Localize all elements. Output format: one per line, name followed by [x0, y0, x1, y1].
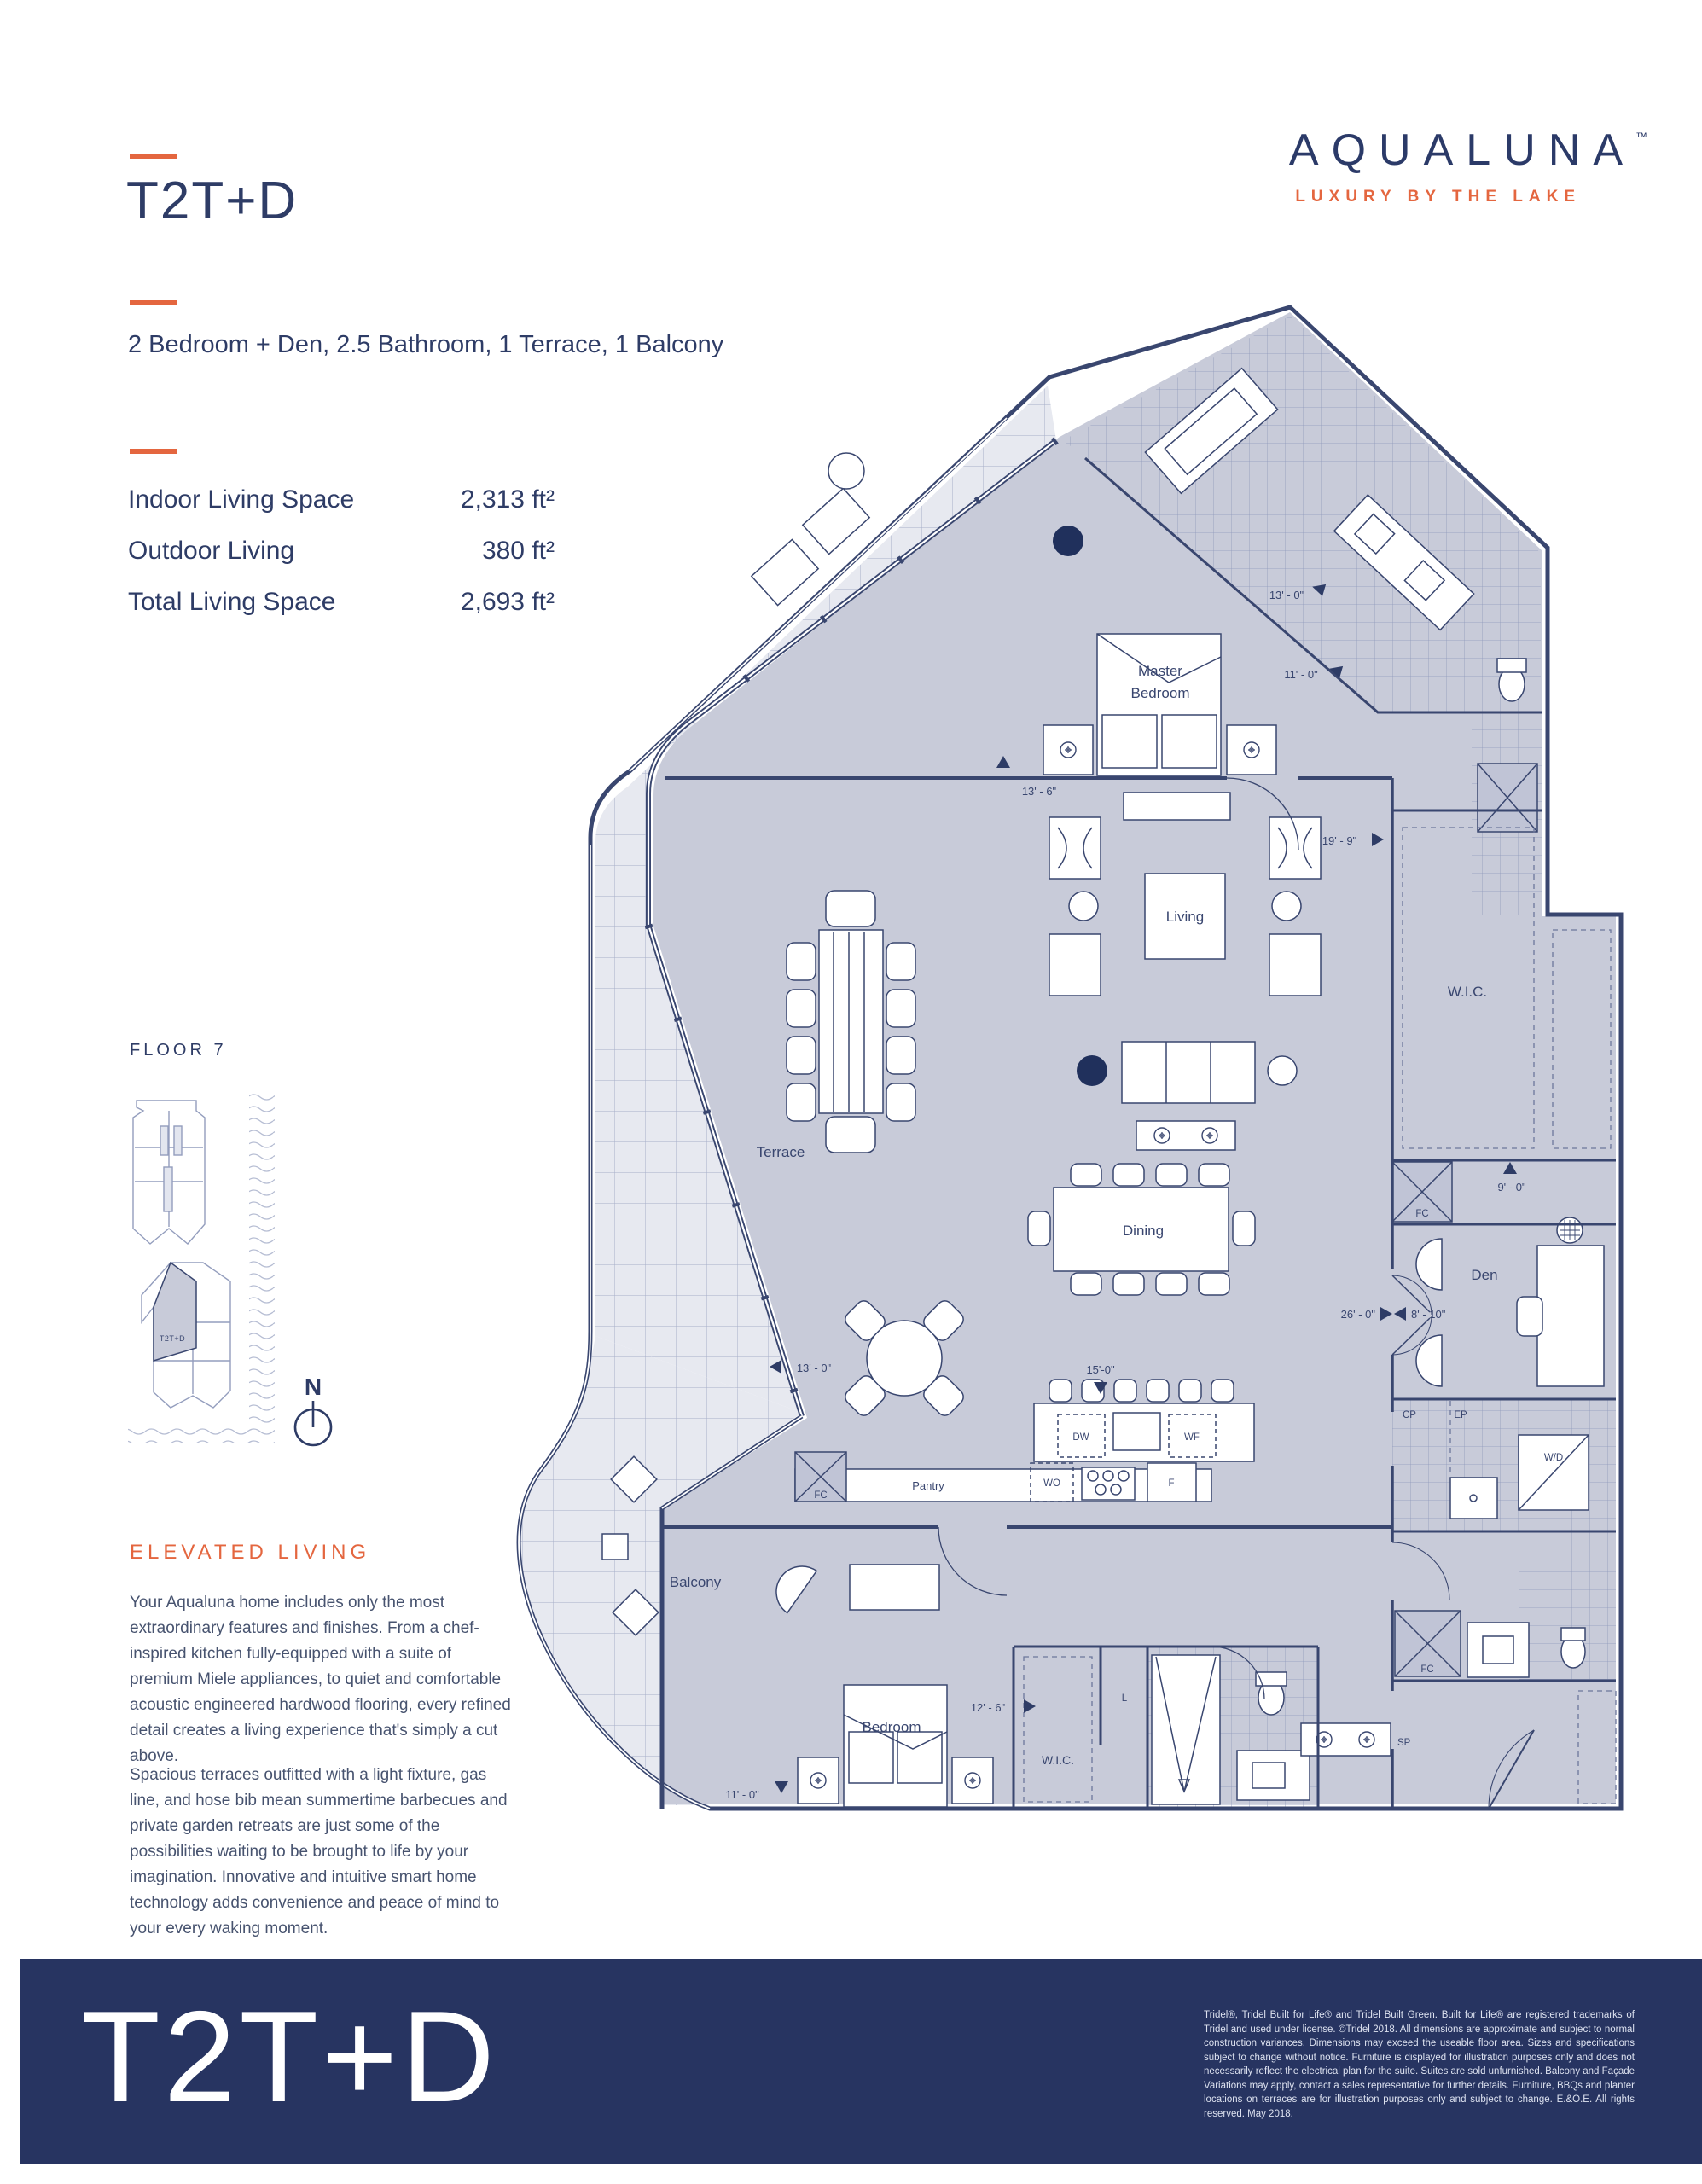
accent-dash [130, 154, 177, 159]
water-waves [128, 1092, 275, 1443]
area-stats: Indoor Living Space 2,313 ft² Outdoor Li… [128, 474, 555, 628]
floor-label: FLOOR 7 [130, 1041, 227, 1060]
aqualuna-logo: AQUALUNA™ [1289, 125, 1647, 176]
dim-13-6: 13' - 6" [1022, 785, 1057, 798]
trademark-symbol: ™ [1635, 130, 1647, 143]
label-pantry: Pantry [912, 1479, 944, 1492]
room-label-terrace: Terrace [757, 1144, 805, 1160]
label-fridge: F [1168, 1478, 1174, 1489]
dim-13-0-mid: 13' - 0" [797, 1362, 832, 1374]
closet-dashes [1023, 827, 1617, 1804]
key-plan: T2T+D N [128, 1092, 333, 1447]
furniture [601, 367, 1605, 1808]
logo-text: AQUALUNA [1288, 125, 1635, 175]
room-label-master-1: Master [1138, 663, 1182, 679]
stat-row: Outdoor Living 380 ft² [128, 526, 555, 577]
stat-label: Outdoor Living [128, 537, 295, 565]
north-label: N [305, 1374, 322, 1400]
walls [516, 305, 1624, 1811]
stat-value: 2,313 ft² [460, 485, 555, 514]
stat-label: Indoor Living Space [128, 485, 355, 514]
dim-8-10: 8' - 10" [1411, 1308, 1446, 1321]
stat-label: Total Living Space [128, 588, 336, 616]
keyplan-unit-label: T2T+D [160, 1334, 185, 1343]
footer-bar: T2T+D Tridel®, Tridel Built for Life® an… [20, 1959, 1702, 2164]
page-title: T2T+D [126, 171, 299, 230]
room-label-wic-master: W.I.C. [1448, 984, 1487, 1000]
section-heading: ELEVATED LIVING [130, 1541, 371, 1564]
dim-12-6: 12' - 6" [971, 1701, 1006, 1714]
footer-unit-name: T2T+D [81, 1984, 498, 2129]
dim-11-0-bed: 11' - 0" [725, 1788, 759, 1801]
room-label-master-2: Bedroom [1131, 685, 1190, 701]
body-paragraph: Your Aqualuna home includes only the mos… [130, 1594, 511, 1765]
accent-dash [130, 449, 177, 454]
label-sp: SP [1397, 1738, 1411, 1748]
label-linen: L [1122, 1693, 1128, 1704]
stat-value: 380 ft² [481, 537, 555, 565]
body-paragraph: Spacious terraces outfitted with a light… [130, 1766, 508, 1937]
floor-plan: Master Bedroom Living W.I.C. Terrace Din… [516, 305, 1624, 1811]
stat-row: Indoor Living Space 2,313 ft² [128, 474, 555, 526]
dim-19-9: 19' - 9" [1322, 834, 1357, 847]
brand-tagline: LUXURY BY THE LAKE [1295, 188, 1581, 206]
label-cp: CP [1403, 1410, 1416, 1420]
label-fc-1: FC [1415, 1209, 1428, 1219]
dim-9-0: 9' - 0" [1497, 1181, 1525, 1194]
label-ep: EP [1454, 1410, 1467, 1420]
room-label-wic-bedroom: W.I.C. [1042, 1753, 1074, 1767]
dim-11-0-top: 11' - 0" [1284, 668, 1318, 681]
legal-text: Tridel®, Tridel Built for Life® and Trid… [1204, 2010, 1635, 2119]
label-wall-oven: WO [1043, 1478, 1060, 1489]
dim-13-0-top: 13' - 0" [1269, 589, 1304, 601]
label-fc-2: FC [814, 1490, 827, 1501]
dim-15-0: 15'-0" [1086, 1363, 1115, 1376]
suite-summary: 2 Bedroom + Den, 2.5 Bathroom, 1 Terrace… [128, 331, 724, 358]
label-fc-3: FC [1420, 1664, 1433, 1675]
room-label-balcony: Balcony [670, 1574, 722, 1590]
label-wine-fridge: WF [1184, 1432, 1200, 1443]
label-washer-dryer: W/D [1544, 1453, 1563, 1463]
keyplan-building-north [132, 1100, 206, 1245]
dimension-arrows [770, 584, 1517, 1793]
room-label-living: Living [1166, 909, 1204, 925]
keyplan-unit-highlight: T2T+D [153, 1261, 197, 1362]
north-arrow-icon: N [293, 1374, 333, 1447]
accent-dash [130, 300, 177, 305]
brand-logo-block: AQUALUNA™ LUXURY BY THE LAKE [1289, 125, 1647, 206]
room-label-bedroom: Bedroom [863, 1719, 921, 1735]
label-dishwasher: DW [1072, 1432, 1089, 1443]
room-label-dining: Dining [1123, 1223, 1164, 1239]
plan-labels: Master Bedroom Living W.I.C. Terrace Din… [670, 589, 1563, 1801]
stat-row: Total Living Space 2,693 ft² [128, 577, 555, 628]
room-label-den: Den [1471, 1267, 1497, 1283]
dim-26-0: 26' - 0" [1341, 1308, 1376, 1321]
stat-value: 2,693 ft² [460, 588, 555, 616]
